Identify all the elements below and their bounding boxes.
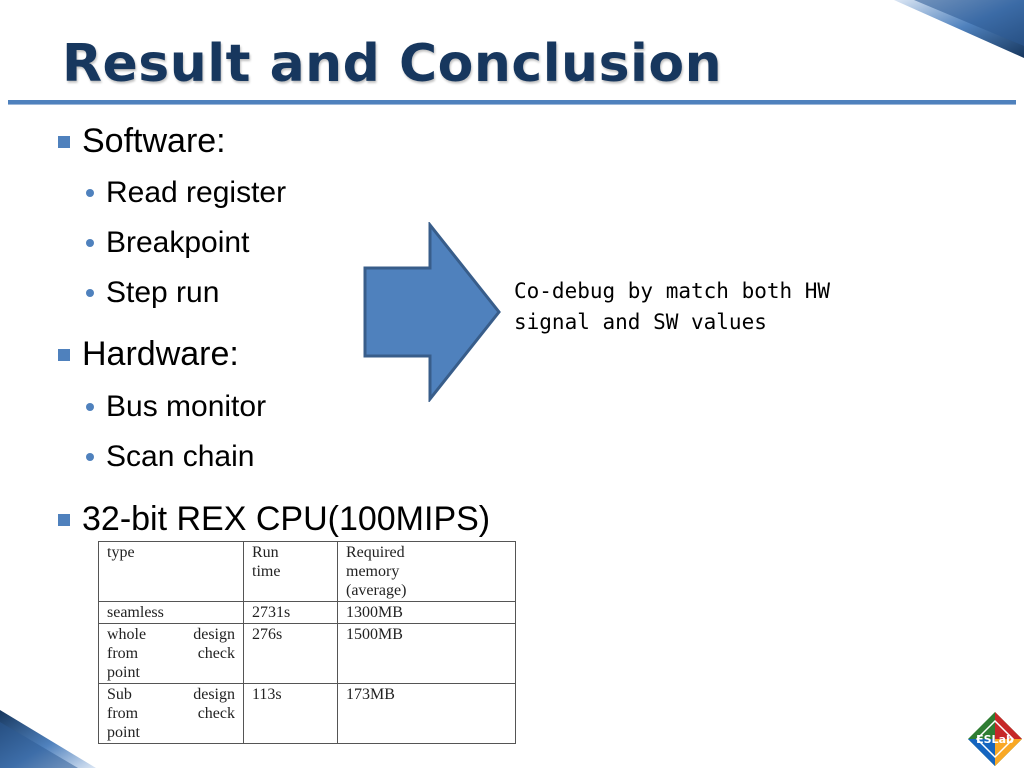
- round-bullet-icon: [86, 239, 94, 247]
- right-arrow-icon: [363, 222, 501, 402]
- square-bullet-icon: [58, 513, 70, 526]
- sub-bullet-label: Step run: [106, 276, 220, 309]
- table-cell: 2731s: [243, 601, 338, 624]
- title-underline: [8, 100, 1016, 105]
- bullet-label: 32-bit REX CPU(100MIPS): [82, 500, 491, 538]
- table-cell: seamless: [98, 601, 244, 624]
- square-bullet-icon: [58, 348, 70, 361]
- slide-title: Result and Conclusion: [62, 34, 723, 94]
- bullet-label: Software:: [82, 122, 226, 160]
- table-cell: 173MB: [337, 683, 516, 744]
- table-cell: 276s: [243, 623, 338, 684]
- logo-text: ESLab: [976, 733, 1014, 746]
- corner-decoration-bottom-left: [0, 710, 96, 768]
- sub-bullet-read-register: Read register: [86, 176, 286, 210]
- eslab-logo-icon: ESLab: [968, 712, 1022, 766]
- square-bullet-icon: [58, 135, 70, 148]
- sub-bullet-bus-monitor: Bus monitor: [86, 390, 266, 424]
- note-line: signal and SW values: [514, 310, 767, 334]
- round-bullet-icon: [86, 189, 94, 197]
- bullet-software: Software:: [58, 122, 226, 161]
- sub-bullet-label: Scan chain: [106, 440, 255, 473]
- bullet-hardware: Hardware:: [58, 335, 239, 374]
- sub-bullet-label: Breakpoint: [106, 226, 250, 259]
- header-cell-type: type: [98, 541, 244, 602]
- bullet-label: Hardware:: [82, 335, 239, 373]
- round-bullet-icon: [86, 403, 94, 411]
- table-row: seamless 2731s 1300MB: [98, 601, 516, 624]
- co-debug-note: Co-debug by match both HW signal and SW …: [514, 276, 914, 338]
- sub-bullet-breakpoint: Breakpoint: [86, 226, 249, 260]
- bullet-rex-cpu: 32-bit REX CPU(100MIPS): [58, 500, 490, 539]
- table-cell: 1300MB: [337, 601, 516, 624]
- round-bullet-icon: [86, 453, 94, 461]
- sub-bullet-label: Bus monitor: [106, 390, 267, 423]
- sub-bullet-step-run: Step run: [86, 276, 219, 310]
- round-bullet-icon: [86, 289, 94, 297]
- note-line: Co-debug by match both HW: [514, 279, 831, 303]
- corner-decoration-top-right: [894, 0, 1024, 58]
- sub-bullet-scan-chain: Scan chain: [86, 440, 254, 474]
- table-cell: 113s: [243, 683, 338, 744]
- table-cell: 1500MB: [337, 623, 516, 684]
- sub-bullet-label: Read register: [106, 176, 287, 209]
